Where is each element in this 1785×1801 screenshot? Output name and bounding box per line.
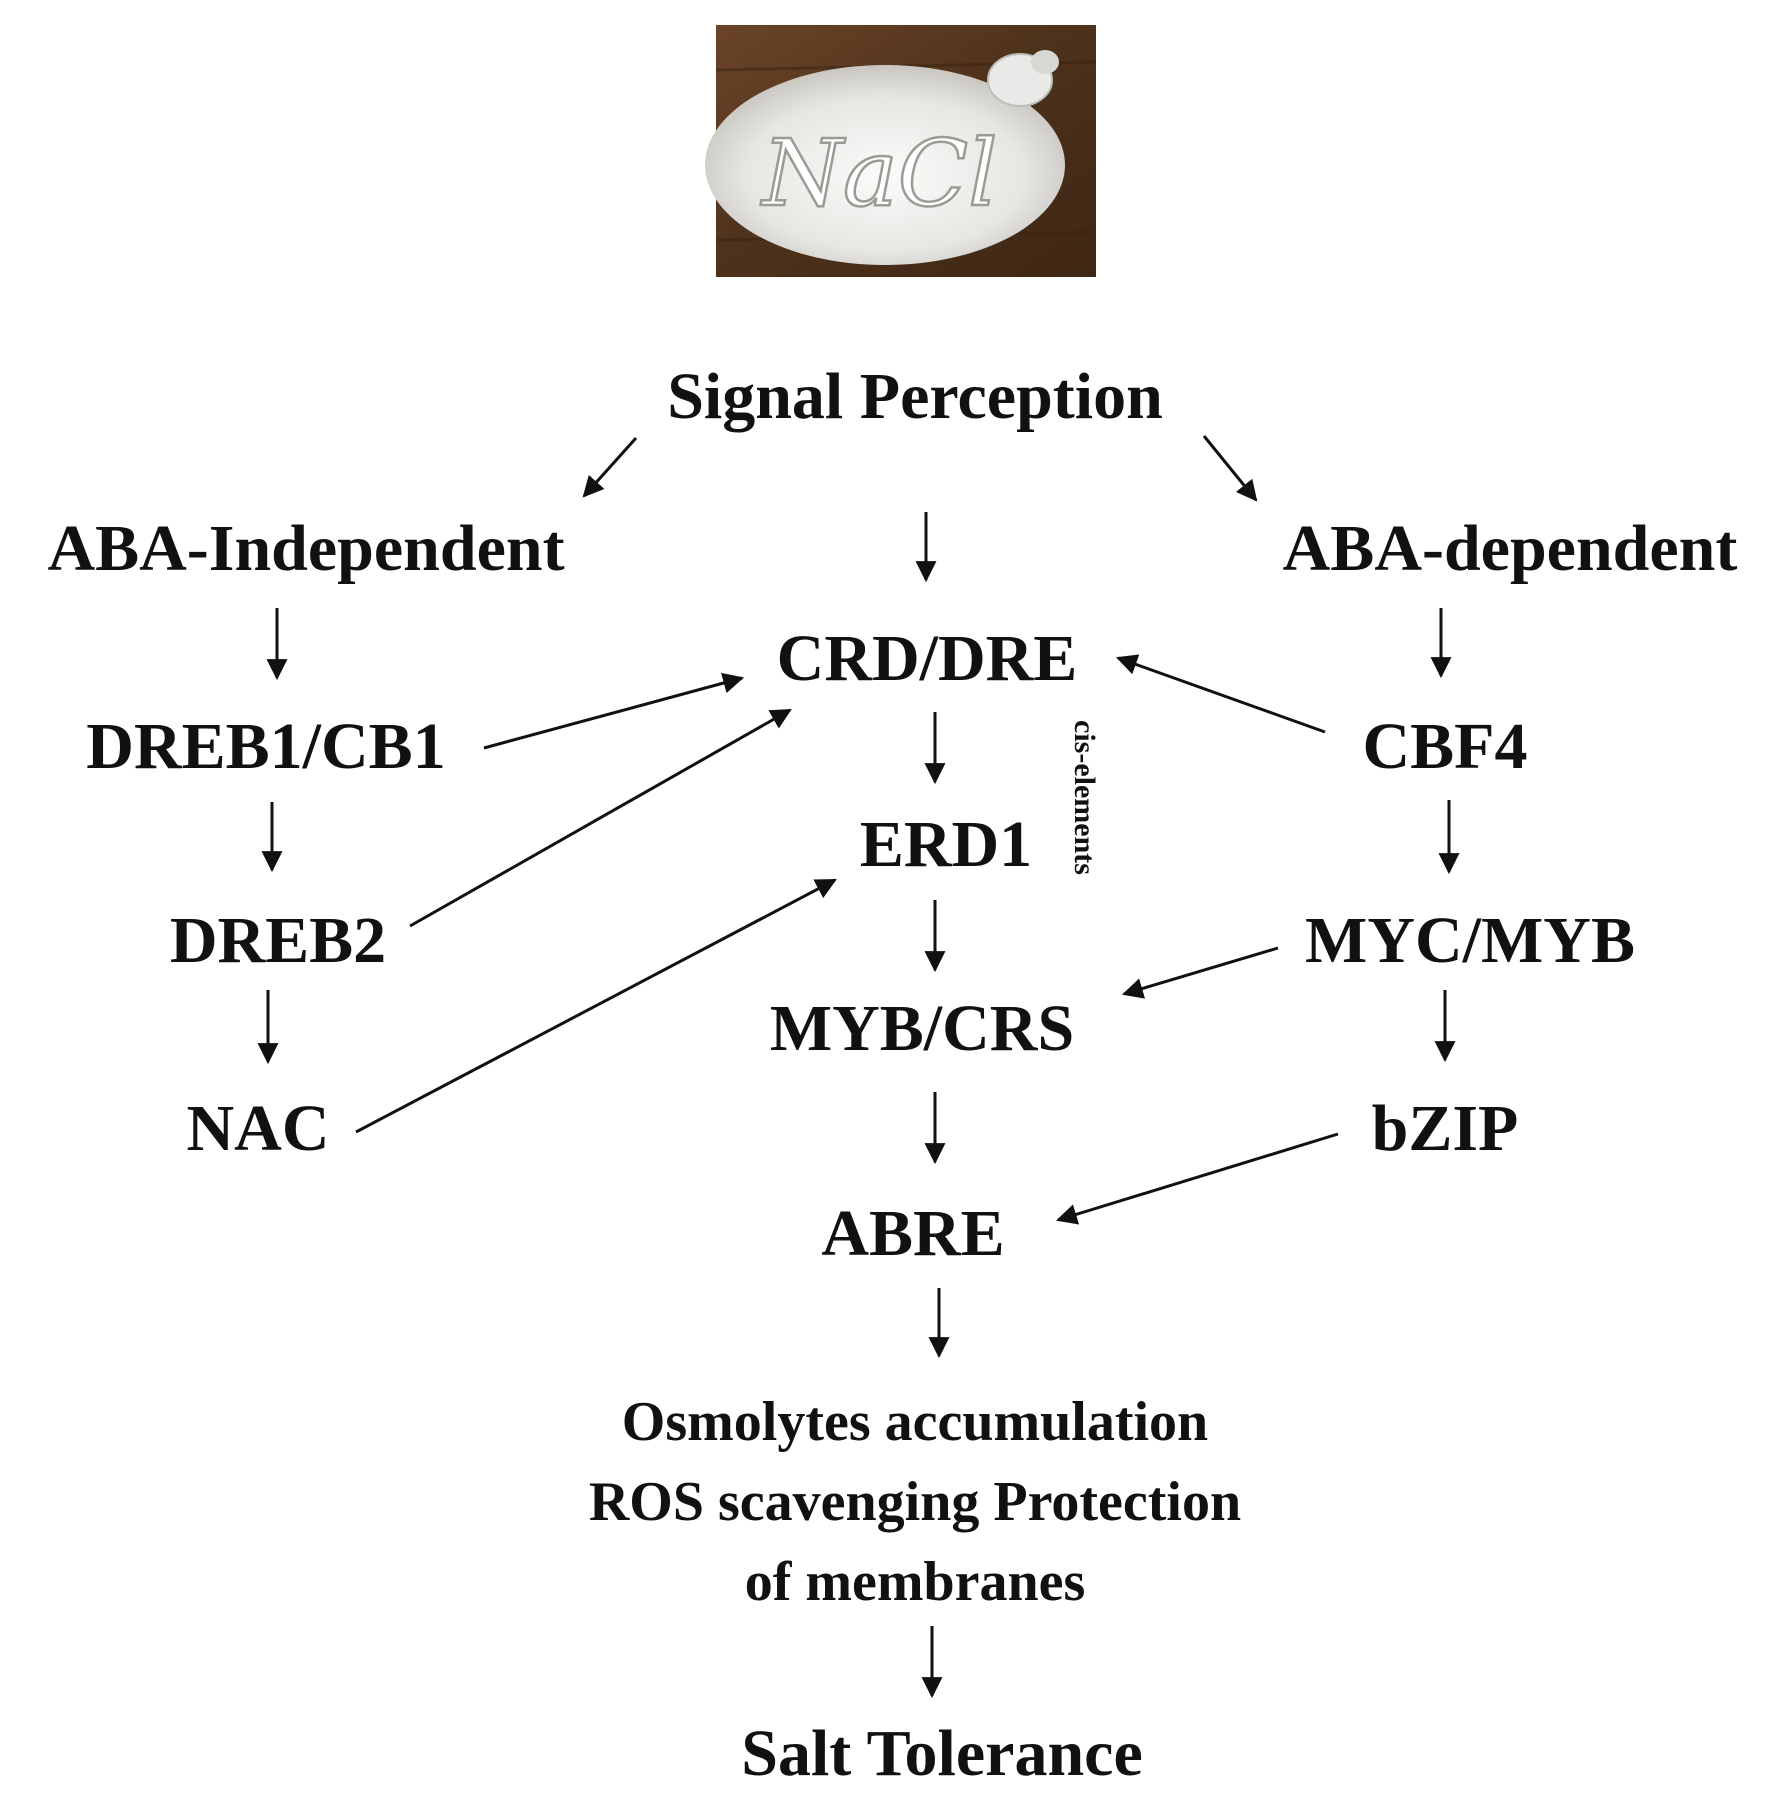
myc-myb-label: MYC/MYB [1305, 904, 1635, 977]
crd-dre-label: CRD/DRE [777, 622, 1078, 695]
nac-label: NAC [187, 1092, 330, 1165]
outcome-line-2: ROS scavenging Protection [589, 1471, 1241, 1533]
cbf4-label: CBF4 [1363, 710, 1528, 783]
arrow-signal-to-aba-dependent [1202, 435, 1258, 502]
myb-crs-label: MYB/CRS [770, 992, 1074, 1065]
arrow-myc-myb-to-myb-crs [1121, 946, 1279, 999]
arrows [257, 435, 1460, 1699]
salt-tolerance-label: Salt Tolerance [741, 1717, 1143, 1790]
arrow-cbf4-to-crd-dre [1116, 654, 1326, 734]
nacl-photo: NaCl [705, 25, 1097, 277]
dreb2-label: DREB2 [170, 904, 386, 977]
bzip-label: bZIP [1372, 1092, 1519, 1165]
cis-elements-label: cis-elements [1068, 720, 1101, 875]
arrow-signal-to-aba-independent [582, 436, 638, 498]
arrow-dreb2-to-crd-dre [409, 708, 792, 928]
aba-dependent-label: ABA-dependent [1283, 512, 1738, 585]
erd1-label: ERD1 [860, 808, 1032, 881]
arrow-bzip-to-abre [1055, 1132, 1339, 1225]
outcome-line-1: Osmolytes accumulation [622, 1391, 1208, 1453]
arrow-nac-to-erd1 [355, 878, 837, 1134]
outcome-line-3: of membranes [745, 1551, 1086, 1613]
signal-perception-label: Signal Perception [667, 360, 1163, 433]
dreb1-cb1-label: DREB1/CB1 [86, 710, 445, 783]
arrow-dreb1-to-crd-dre [483, 672, 745, 750]
aba-independent-label: ABA-Independent [47, 512, 564, 585]
nacl-handwritten-text: NaCl [760, 120, 997, 227]
abre-label: ABRE [821, 1197, 1004, 1270]
